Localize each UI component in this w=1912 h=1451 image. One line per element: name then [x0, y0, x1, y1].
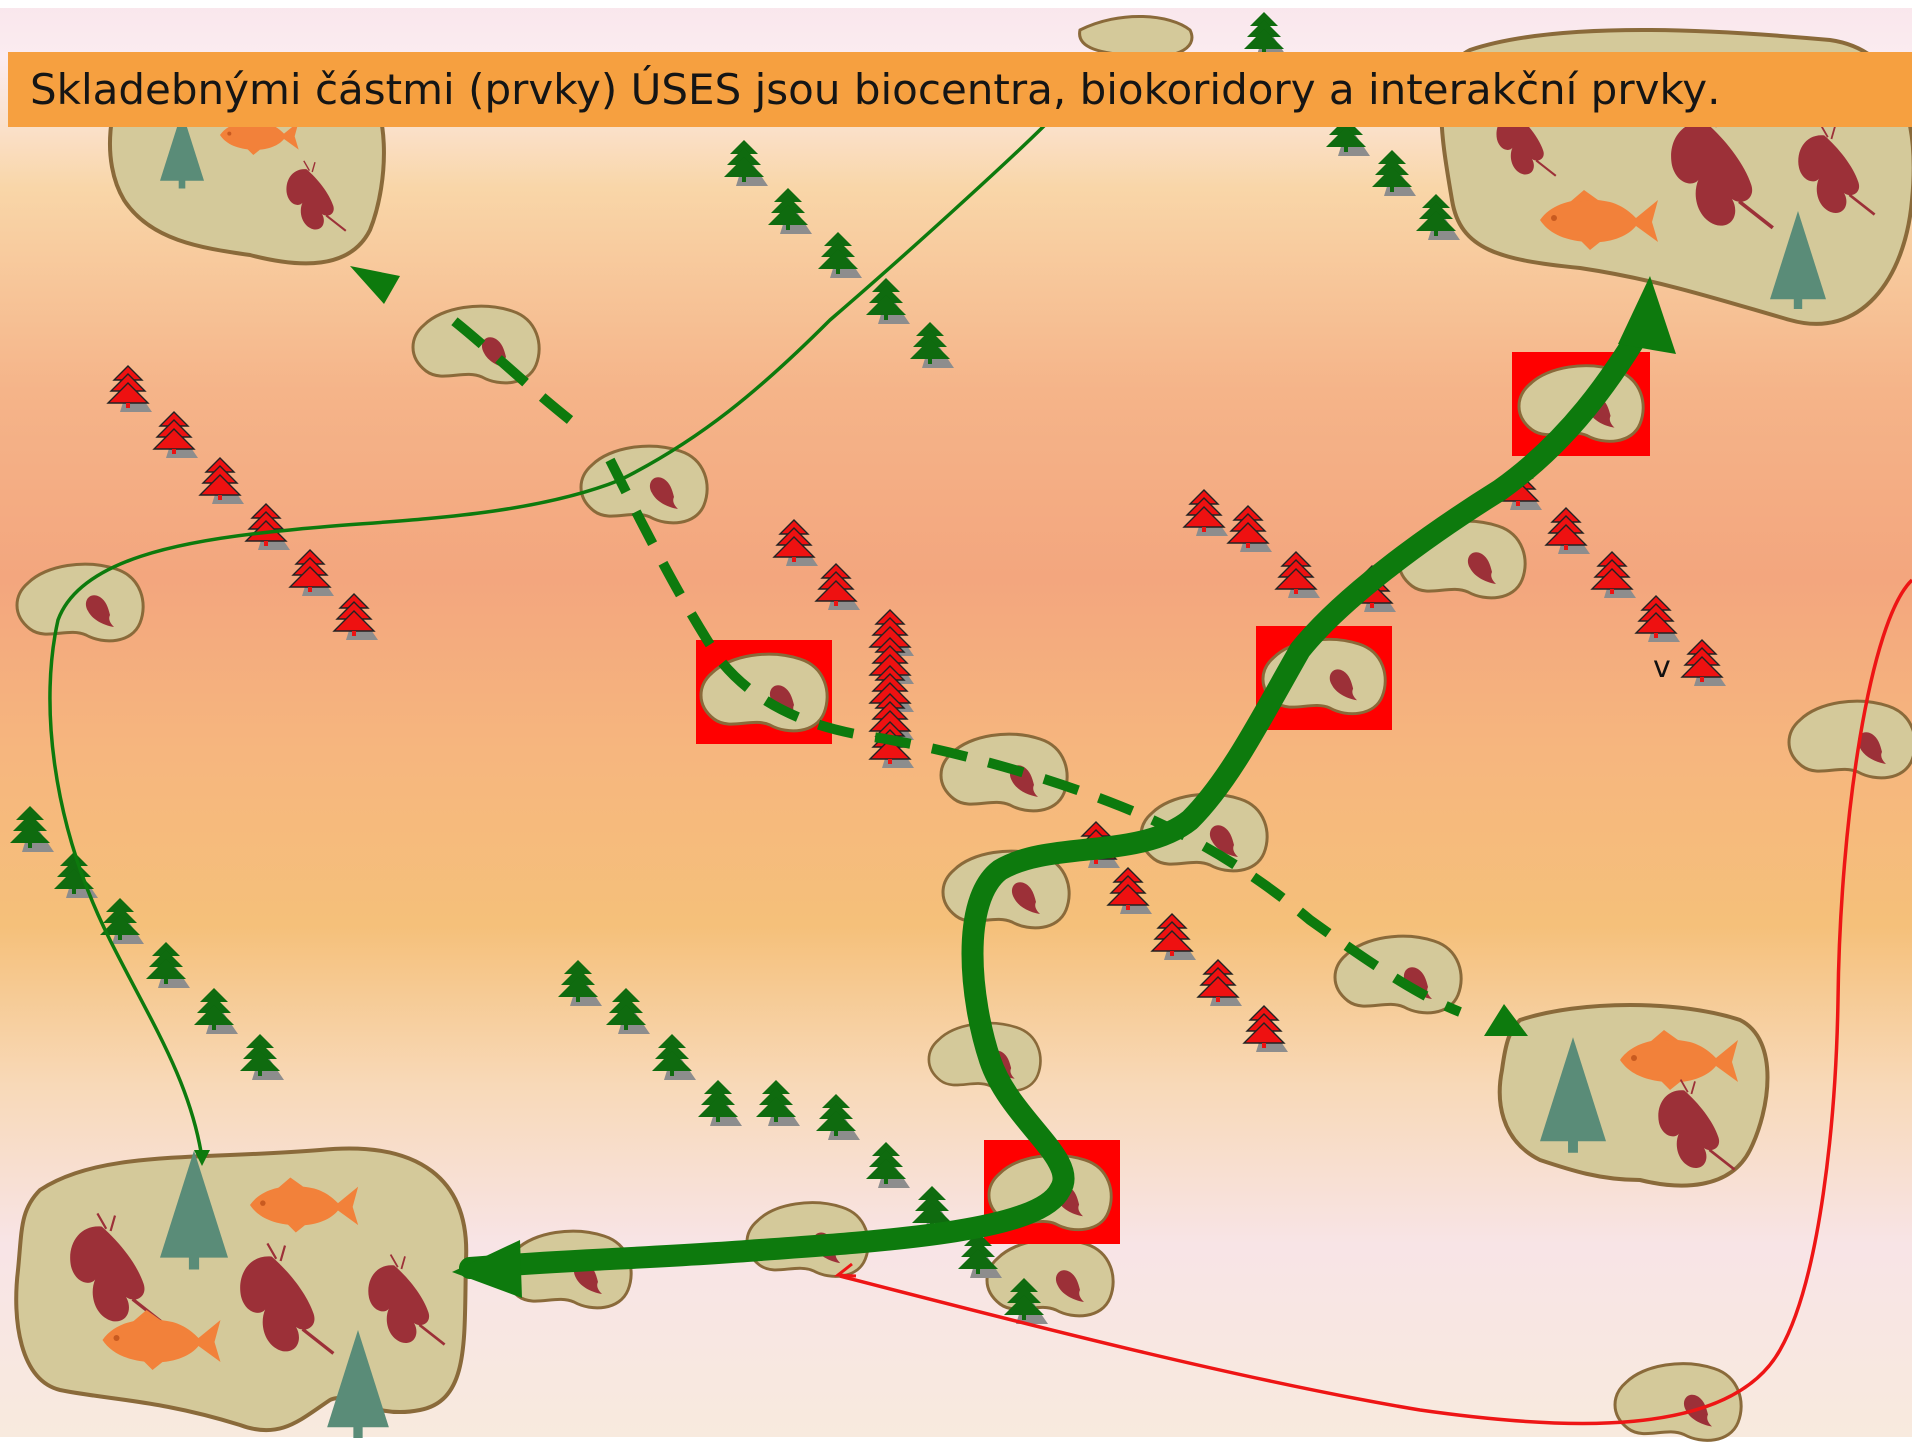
red-corridor-line — [839, 578, 1912, 1426]
small-patch — [1787, 699, 1912, 780]
local-biocorridor-line — [48, 120, 1050, 1159]
arrow-icon — [833, 1262, 857, 1278]
stray-letter: v — [1653, 650, 1671, 685]
regional-biocorridor — [459, 314, 1655, 1279]
biocentrum-bottom-left — [14, 1146, 469, 1438]
highlighted-patch — [696, 640, 832, 744]
arrow-icon — [194, 1150, 210, 1166]
dashed-biocorridor — [436, 306, 574, 424]
small-patch — [985, 1237, 1115, 1318]
title-banner: Skladebnými částmi (prvky) ÚSES jsou bio… — [8, 52, 1912, 127]
banner-text: Skladebnými částmi (prvky) ÚSES jsou — [30, 65, 854, 114]
small-patch — [579, 444, 709, 525]
biocentrum-middle-right — [1497, 1003, 1770, 1188]
small-patch — [939, 732, 1069, 813]
banner-term-interakcni-prvky: interakční prvky — [1368, 65, 1708, 114]
arrow-icon — [350, 266, 400, 304]
banner-term-biocentra: biocentra — [853, 65, 1053, 114]
arrow-icon — [1484, 1004, 1528, 1036]
banner-separator: a — [1315, 65, 1369, 114]
banner-term-biokoridory: biokoridory — [1079, 65, 1316, 114]
banner-separator: , — [1052, 65, 1080, 114]
dashed-biocorridor — [605, 457, 1462, 1017]
arrow-icon — [1618, 276, 1676, 354]
small-patch — [1078, 14, 1194, 59]
arrow-icon — [452, 1240, 522, 1298]
banner-period: . — [1707, 65, 1721, 114]
small-patch — [15, 562, 145, 643]
